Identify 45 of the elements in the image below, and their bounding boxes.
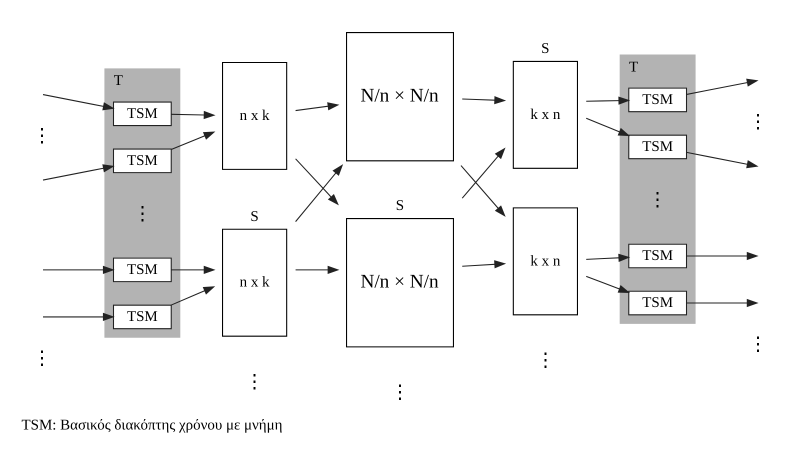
arrow: [586, 253, 630, 262]
arrow: [586, 96, 630, 104]
arrow: [171, 110, 216, 119]
arrow: [295, 164, 344, 222]
arrow: [686, 151, 759, 168]
arrow: [43, 312, 115, 321]
label: ⋮: [536, 350, 555, 372]
node-box: TSM: [112, 257, 172, 282]
arrow: [296, 102, 340, 111]
arrow: [172, 265, 216, 274]
arrow: [460, 164, 506, 216]
arrow: [586, 117, 630, 136]
node-box: TSM: [112, 148, 172, 173]
arrow: [42, 164, 115, 180]
node-box: TSM: [628, 290, 688, 315]
label: ⋮: [748, 334, 768, 355]
arrow: [686, 298, 759, 307]
node-box: TSM: [628, 243, 688, 268]
node-label: S: [250, 208, 259, 224]
node-label: S: [396, 198, 404, 214]
arrow: [686, 251, 759, 260]
arrow: [296, 265, 340, 274]
arrow: [171, 286, 216, 306]
label: ⋮: [648, 190, 668, 211]
node-label: S: [541, 40, 550, 57]
node-box: TSM: [112, 101, 172, 126]
label: ⋮: [32, 348, 52, 369]
arrow: [43, 265, 115, 274]
label: ⋮: [245, 371, 264, 392]
label: ⋮: [32, 126, 52, 147]
label: ⋮: [390, 382, 410, 404]
arrow: [586, 275, 630, 293]
label: ⋮: [748, 112, 768, 133]
caption: TSM: Βασικός διακόπτης χρόνου με μνήμη: [22, 416, 282, 433]
node-box: TSM: [628, 87, 688, 112]
arrow: [462, 260, 506, 268]
node-box: TSM: [112, 304, 172, 329]
arrow: [462, 96, 506, 104]
arrow: [462, 146, 506, 198]
arrow: [686, 78, 759, 94]
label: ⋮: [132, 204, 152, 225]
arrow: [171, 131, 216, 150]
arrow: [295, 158, 339, 205]
arrow: [42, 94, 115, 110]
node-box: TSM: [628, 134, 688, 159]
